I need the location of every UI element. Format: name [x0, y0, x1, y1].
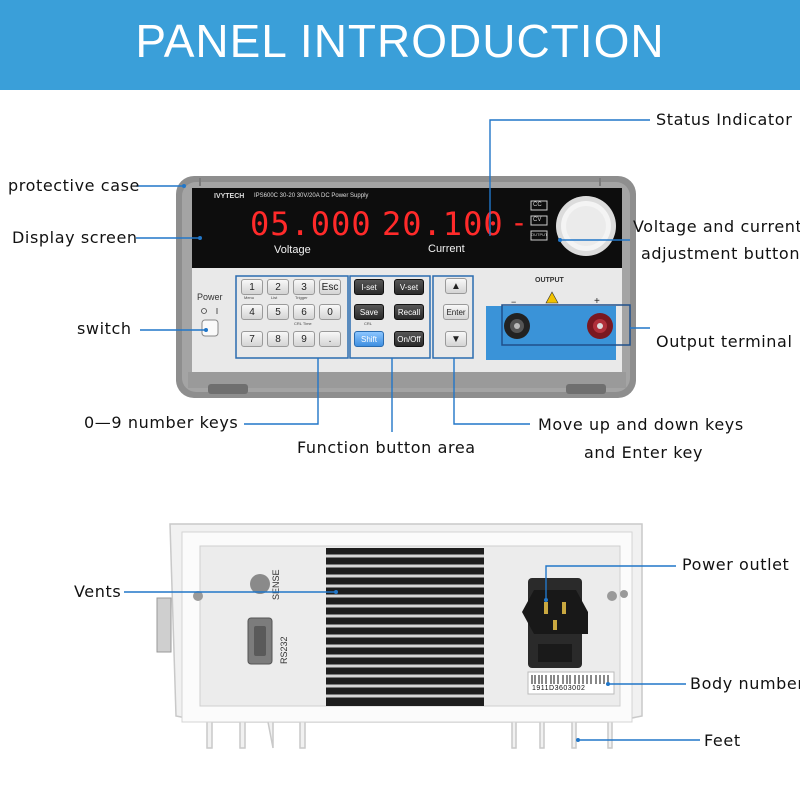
- callout-move-line1: Move up and down keys: [538, 415, 744, 434]
- callout-display-screen: Display screen: [12, 228, 138, 247]
- key-esc[interactable]: Esc: [319, 279, 341, 295]
- key-8[interactable]: 8: [267, 331, 289, 347]
- display-screen-shape: [192, 188, 622, 268]
- callout-feet: Feet: [704, 731, 741, 750]
- on-off-button[interactable]: On/Off: [394, 331, 424, 347]
- reading-dash: -: [514, 206, 524, 239]
- callout-number-keys: 0—9 number keys: [84, 413, 239, 432]
- key-0[interactable]: 0: [319, 304, 341, 320]
- key-dot[interactable]: .: [319, 331, 341, 347]
- callout-body-number: Body number: [690, 674, 800, 693]
- up-key[interactable]: ▲: [445, 278, 467, 294]
- down-key[interactable]: ▼: [445, 331, 467, 347]
- serial-number: 1911D3603002: [532, 685, 586, 692]
- number-keys-group: [235, 275, 349, 359]
- callout-status-indicator: Status Indicator: [656, 110, 793, 129]
- callout-move-line2: and Enter key: [584, 443, 704, 462]
- callout-adjust-line1: Voltage and current: [633, 217, 800, 236]
- key-5[interactable]: 5: [267, 304, 289, 320]
- minus-sign: −: [511, 297, 517, 307]
- key-sublabel-list: List: [271, 295, 278, 300]
- title-banner: PANEL INTRODUCTION: [0, 0, 800, 90]
- plus-sign: +: [594, 296, 600, 307]
- model-text: IPS600C 30-20 30V/20A DC Power Supply: [254, 193, 369, 199]
- key-7[interactable]: 7: [241, 331, 263, 347]
- i-set-button[interactable]: I-set: [354, 279, 384, 295]
- function-keys-group: [349, 275, 431, 359]
- key-4[interactable]: 4: [241, 304, 263, 320]
- callout-adjust-line2: adjustment buttons: [641, 244, 800, 263]
- key-sublabel-menu: Menu: [244, 295, 255, 300]
- callout-power-outlet: Power outlet: [682, 555, 790, 574]
- power-label: Power: [197, 292, 223, 302]
- key-9[interactable]: 9: [293, 331, 315, 347]
- output-label: OUTPUT: [535, 277, 564, 284]
- shift-button[interactable]: Shift: [354, 331, 384, 347]
- cv-indicator: CV: [533, 217, 542, 223]
- recall-button[interactable]: Recall: [394, 304, 424, 320]
- key-sublabel-crl-time: CRL Time: [294, 321, 312, 326]
- enter-key[interactable]: Enter: [443, 304, 469, 320]
- callout-vents: Vents: [74, 582, 122, 601]
- cc-indicator: CC: [533, 202, 542, 208]
- callout-protective-case: protective case: [8, 176, 140, 195]
- output-indicator: OUTPUT: [531, 232, 548, 237]
- function-sublabel-crl: CRL: [364, 321, 373, 326]
- current-reading: 20.100: [382, 205, 504, 243]
- callout-function-area: Function button area: [297, 438, 476, 457]
- save-button[interactable]: Save: [354, 304, 384, 320]
- key-sublabel-trigger: Trigger: [295, 295, 308, 300]
- voltage-label: Voltage: [274, 244, 311, 256]
- voltage-reading: 05.000: [250, 205, 372, 243]
- callout-output-terminal: Output terminal: [656, 332, 793, 351]
- callout-switch: switch: [77, 319, 132, 338]
- brand-logo: IVYTECH: [214, 193, 245, 200]
- key-1[interactable]: 1: [241, 279, 263, 295]
- key-3[interactable]: 3: [293, 279, 315, 295]
- current-label: Current: [428, 243, 465, 255]
- nav-keys-group: [432, 275, 474, 359]
- banner-title: PANEL INTRODUCTION: [135, 15, 665, 67]
- key-2[interactable]: 2: [267, 279, 289, 295]
- v-set-button[interactable]: V-set: [394, 279, 424, 295]
- key-6[interactable]: 6: [293, 304, 315, 320]
